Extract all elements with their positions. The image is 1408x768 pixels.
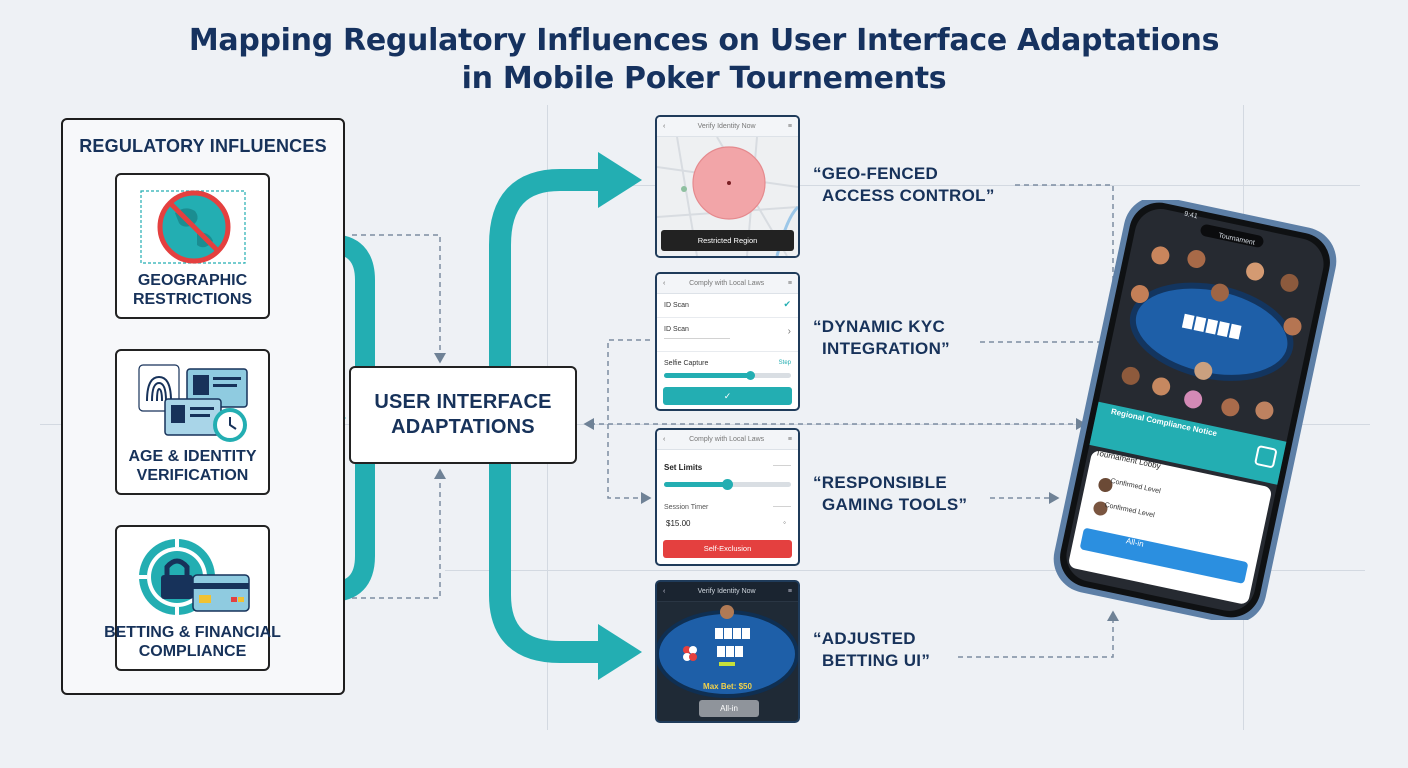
mockup-header: ‹ Verify Identity Now ≡ bbox=[657, 117, 798, 137]
mockup-header: ‹ Verify Identity Now ≡ bbox=[657, 582, 798, 602]
phone-compliance-banner[interactable] bbox=[1089, 401, 1287, 485]
ui-adaptations-box[interactable]: USER INTERFACE ADAPTATIONS bbox=[349, 366, 577, 464]
callout-line: “RESPONSIBLE bbox=[813, 473, 947, 492]
chip-stack-icon bbox=[683, 646, 697, 661]
mockup-header: ‹ Comply with Local Laws ≡ bbox=[657, 274, 798, 294]
menu-icon[interactable]: ≡ bbox=[787, 436, 792, 443]
menu-icon[interactable]: ≡ bbox=[787, 280, 792, 287]
stepper-icon[interactable]: ◦ bbox=[783, 518, 786, 527]
card-label-line: COMPLIANCE bbox=[138, 643, 247, 660]
mockup-header: ‹ Comply with Local Laws ≡ bbox=[657, 430, 798, 450]
kyc-row-id-scan[interactable]: ID Scan ✔ bbox=[657, 294, 798, 318]
callout-line: BETTING UI” bbox=[822, 651, 931, 670]
title-line-2: in Mobile Poker Tournements bbox=[461, 61, 947, 96]
grid-line bbox=[445, 570, 1365, 571]
phone-notch bbox=[1200, 224, 1264, 248]
card-label-line: VERIFICATION bbox=[136, 467, 249, 484]
card-label-line: RESTRICTIONS bbox=[132, 291, 253, 308]
menu-icon[interactable]: ≡ bbox=[787, 588, 792, 595]
center-label-line: USER INTERFACE bbox=[374, 391, 552, 413]
chevron-right-icon: › bbox=[787, 326, 791, 337]
kyc-row-label: ID Scan bbox=[664, 326, 689, 333]
callout-line: GAMING TOOLS” bbox=[822, 495, 968, 514]
callout-responsible-gaming: “RESPONSIBLE GAMING TOOLS” bbox=[813, 472, 967, 516]
max-bet-label: Max Bet: $50 bbox=[703, 682, 752, 691]
mockup-geo-fenced[interactable]: ‹ Verify Identity Now ≡ Restricted Regio… bbox=[655, 115, 800, 258]
kyc-progress-fill bbox=[664, 373, 751, 378]
phone-all-in-button[interactable] bbox=[1080, 528, 1249, 584]
card-label-line: BETTING & FINANCIAL bbox=[104, 624, 281, 641]
callout-line: ACCESS CONTROL” bbox=[822, 186, 995, 205]
card-age-identity-verification[interactable]: AGE & IDENTITY VERIFICATION bbox=[115, 349, 270, 495]
globe-restricted-icon bbox=[140, 190, 246, 264]
callout-line: “DYNAMIC KYC bbox=[813, 317, 946, 336]
kyc-row-label: Selfie Capture bbox=[664, 360, 709, 367]
confirm-button[interactable]: ✓ bbox=[663, 387, 792, 405]
grid-line bbox=[580, 185, 1360, 186]
center-label-line: ADAPTATIONS bbox=[391, 416, 535, 438]
back-icon[interactable]: ‹ bbox=[663, 280, 666, 287]
callout-dynamic-kyc: “DYNAMIC KYC INTEGRATION” bbox=[813, 316, 950, 360]
callout-line: “ADJUSTED bbox=[813, 629, 916, 648]
mockup-header-title: Verify Identity Now bbox=[697, 123, 756, 130]
limit-slider-track[interactable] bbox=[664, 479, 791, 490]
callout-adjusted-betting: “ADJUSTED BETTING UI” bbox=[813, 628, 930, 672]
mockup-header-title: Verify Identity Now bbox=[697, 588, 756, 595]
menu-icon[interactable]: ≡ bbox=[787, 123, 792, 130]
limit-slider-fill bbox=[664, 482, 728, 487]
mockup-responsible-gaming[interactable]: ‹ Comply with Local Laws ≡ Set Limits ——… bbox=[655, 428, 800, 566]
panel-title: REGULATORY INFLUENCES bbox=[79, 136, 327, 156]
page-title: Mapping Regulatory Influences on User In… bbox=[0, 22, 1408, 98]
self-exclusion-button[interactable]: Self-Exclusion bbox=[663, 540, 792, 558]
card-geographic-restrictions[interactable]: GEOGRAPHIC RESTRICTIONS bbox=[115, 173, 270, 319]
check-icon: ✔ bbox=[783, 299, 791, 309]
kyc-row-label: ID Scan bbox=[664, 302, 689, 309]
restricted-region-button[interactable]: Restricted Region bbox=[661, 230, 794, 251]
teal-arrowhead-top bbox=[598, 152, 642, 208]
kyc-row-id-scan-2[interactable]: ID Scan ——————————— › bbox=[657, 318, 798, 352]
mockup-header-title: Comply with Local Laws bbox=[689, 280, 765, 287]
teal-fork-top bbox=[489, 169, 605, 400]
phone-mockup bbox=[1053, 200, 1337, 620]
card-label-line: GEOGRAPHIC bbox=[137, 272, 248, 289]
mockup-adjusted-betting[interactable]: ‹ Verify Identity Now ≡ Max Bet: $50 All… bbox=[655, 580, 800, 723]
grid-line bbox=[40, 424, 1370, 425]
lock-card-icon bbox=[139, 539, 250, 615]
kyc-row-selfie[interactable]: Selfie Capture Step bbox=[657, 352, 798, 382]
teal-fork-bottom bbox=[489, 430, 605, 663]
session-timer-label: Session Timer bbox=[664, 504, 709, 511]
callout-line: “GEO-FENCED bbox=[813, 164, 939, 183]
step-label: Step bbox=[778, 360, 791, 366]
kyc-progress-knob[interactable] bbox=[745, 371, 755, 380]
card-label-line: AGE & IDENTITY bbox=[128, 448, 257, 465]
mockup-header-title: Comply with Local Laws bbox=[689, 436, 765, 443]
back-icon[interactable]: ‹ bbox=[663, 123, 666, 130]
set-limits-label: Set Limits bbox=[664, 463, 703, 472]
callout-geo-fenced: “GEO-FENCED ACCESS CONTROL” bbox=[813, 163, 995, 207]
back-icon[interactable]: ‹ bbox=[663, 436, 666, 443]
callout-line: INTEGRATION” bbox=[822, 339, 950, 358]
all-in-button[interactable]: All-in bbox=[699, 700, 759, 717]
back-icon[interactable]: ‹ bbox=[663, 588, 666, 595]
player-avatars bbox=[1121, 246, 1302, 420]
fingerprint-id-icon bbox=[138, 364, 248, 442]
regulatory-influences-panel: REGULATORY INFLUENCES GEOGRAPHIC RESTRIC… bbox=[61, 118, 345, 695]
card-betting-financial-compliance[interactable]: BETTING & FINANCIAL COMPLIANCE bbox=[104, 525, 281, 671]
limit-slider-knob[interactable] bbox=[722, 479, 733, 490]
title-line-1: Mapping Regulatory Influences on User In… bbox=[188, 23, 1220, 58]
amount-value: $15.00 bbox=[666, 519, 691, 528]
community-cards bbox=[715, 628, 750, 657]
teal-arrowhead-bottom bbox=[598, 624, 642, 680]
mockup-dynamic-kyc[interactable]: ‹ Comply with Local Laws ≡ ID Scan ✔ ID … bbox=[655, 272, 800, 411]
kyc-progress-track bbox=[664, 371, 791, 380]
poker-table bbox=[657, 605, 798, 698]
